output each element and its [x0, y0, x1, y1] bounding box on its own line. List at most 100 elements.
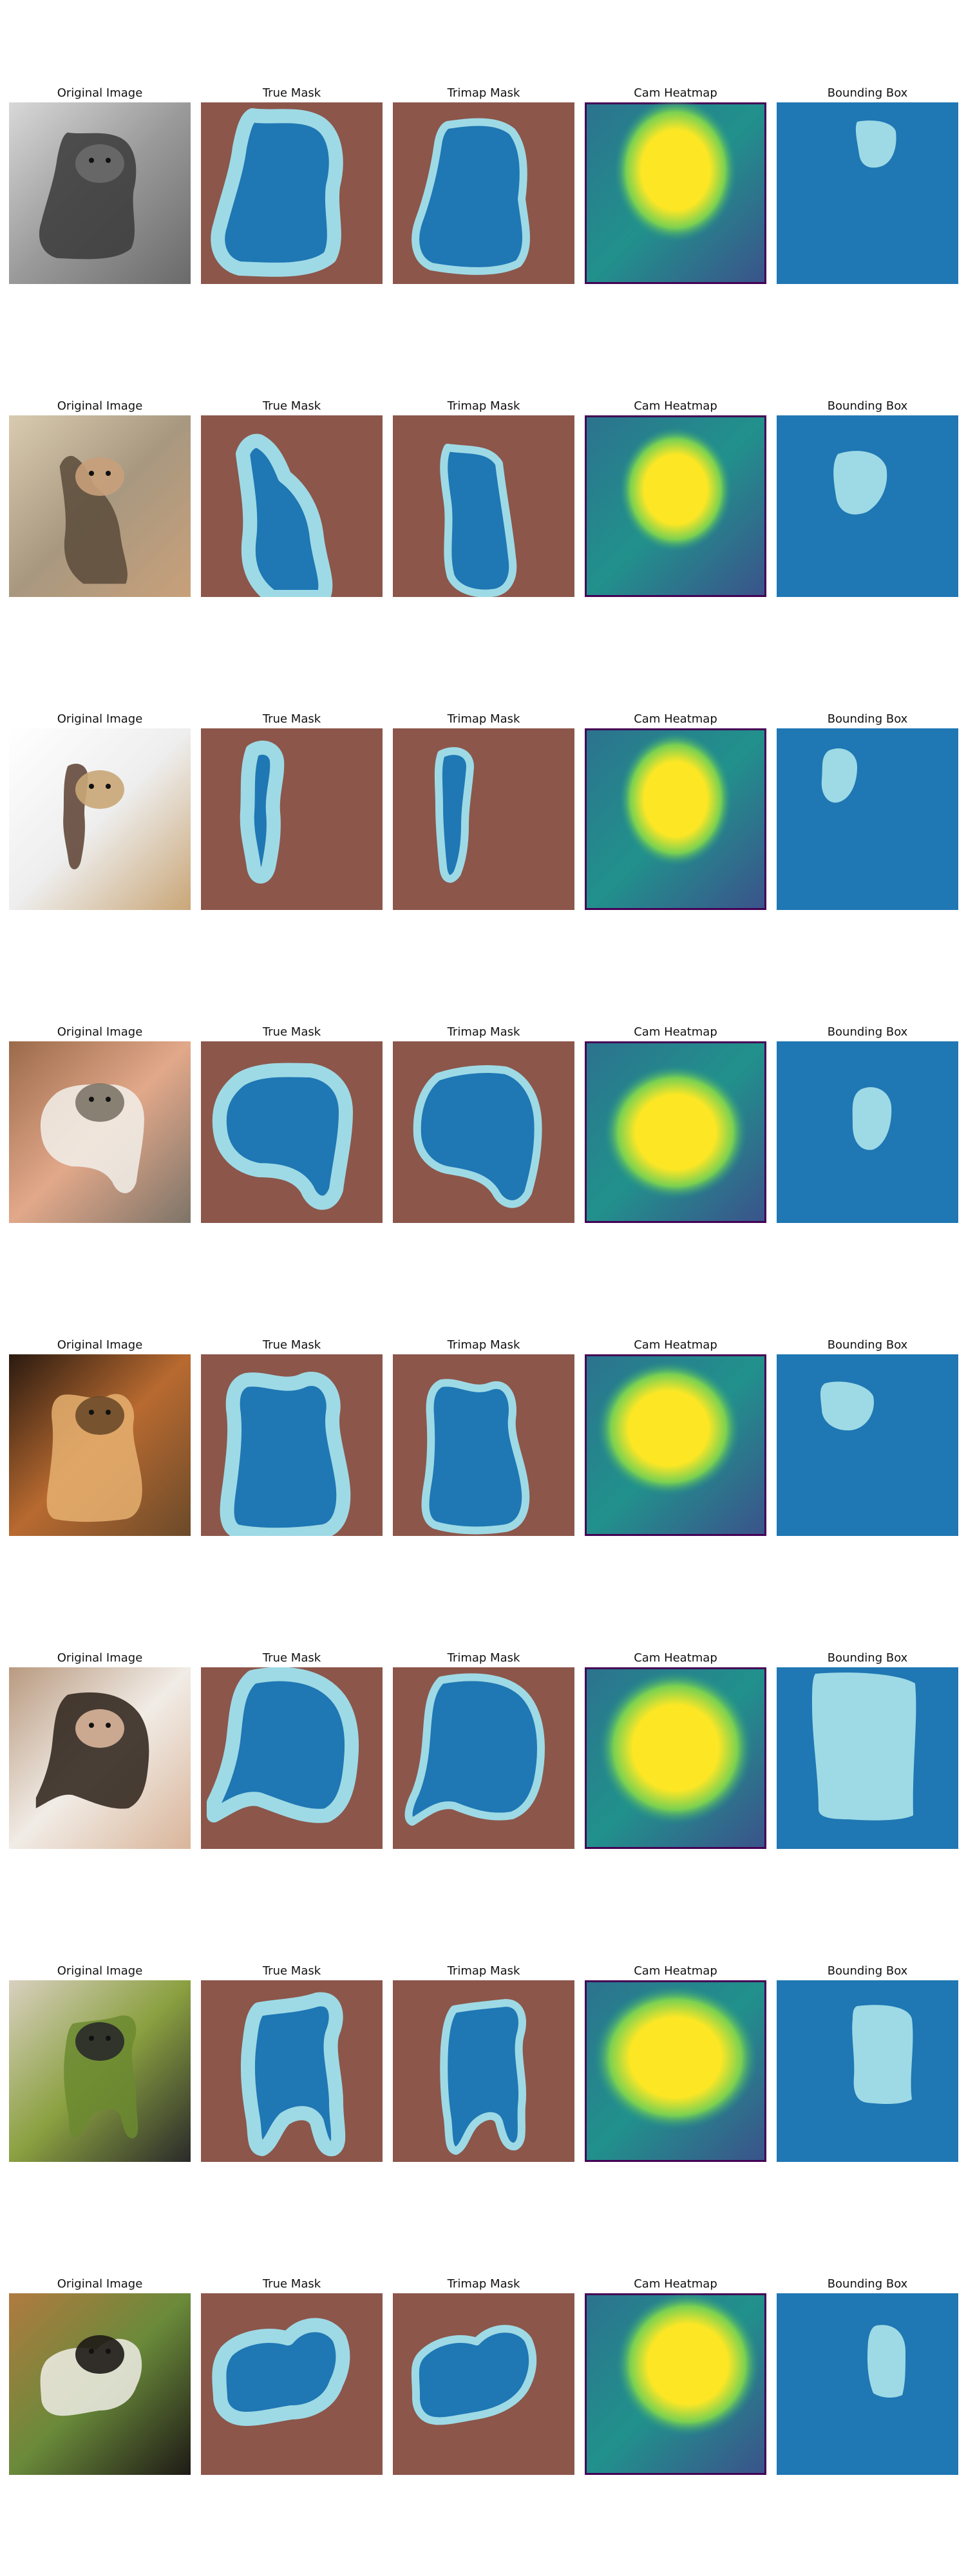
panel-title: Cam Heatmap: [634, 1651, 717, 1665]
original-image-image: [9, 2293, 191, 2475]
photo-subject: [59, 455, 128, 584]
trimap-mask-panel: Trimap Mask: [393, 86, 574, 285]
cam-heatmap-image: [585, 1041, 766, 1223]
panel-title: True Mask: [262, 2277, 321, 2291]
heatmap-border: [585, 1667, 766, 1849]
photo-subject-eye: [106, 1410, 111, 1415]
cam-heatmap-image: [585, 1354, 766, 1536]
mask-foreground: [240, 1992, 346, 2157]
panel-title: Trimap Mask: [447, 1338, 520, 1352]
heatmap-hotspot: [619, 426, 732, 553]
trimap-mask-image: [393, 1980, 574, 2162]
photo-subject-head: [75, 1709, 124, 1748]
photo-subject-head: [75, 144, 124, 183]
bounding-box-panel: Bounding Box: [777, 399, 958, 598]
photo-subject-eye: [89, 2349, 94, 2354]
true-mask-image: [201, 728, 383, 910]
panel-title: True Mask: [262, 712, 321, 726]
cam-heatmap-panel: Cam Heatmap: [585, 712, 766, 911]
original-image-panel: Original Image: [9, 712, 191, 911]
trimap-mask-panel: Trimap Mask: [393, 2277, 574, 2476]
mask-foreground: [220, 1372, 351, 1536]
cam-heatmap-image: [585, 1980, 766, 2162]
true-mask-panel: True Mask: [201, 1338, 383, 1537]
heatmap-hotspot: [598, 1671, 753, 1825]
trimap-mask-image: [393, 2293, 574, 2475]
bbox-region: [833, 451, 887, 515]
mask-background: [393, 728, 574, 910]
panel-title: Trimap Mask: [447, 712, 520, 726]
true-mask-panel: True Mask: [201, 86, 383, 285]
original-image-panel: Original Image: [9, 1651, 191, 1850]
cam-heatmap-image: [585, 102, 766, 284]
trimap-mask-panel: Trimap Mask: [393, 399, 574, 598]
photo-subject-eye: [89, 471, 94, 476]
cam-heatmap-panel: Cam Heatmap: [585, 1338, 766, 1537]
bbox-region: [852, 1087, 892, 1150]
trimap-mask-panel: Trimap Mask: [393, 1651, 574, 1850]
panel-title: Bounding Box: [827, 1338, 908, 1352]
bbox-region: [821, 748, 857, 803]
true-mask-image: [201, 1041, 383, 1223]
heatmap-hotspot: [614, 102, 737, 243]
panel-title: Bounding Box: [827, 1025, 908, 1039]
panel-title: Bounding Box: [827, 2277, 908, 2291]
panel-title: Original Image: [57, 1338, 143, 1352]
heatmap-hotspot: [616, 2293, 760, 2437]
bounding-box-image: [777, 1980, 958, 2162]
trimap-mask-image: [393, 728, 574, 910]
panel-title: Trimap Mask: [447, 1025, 520, 1039]
original-image-panel: Original Image: [9, 1964, 191, 2163]
cam-heatmap-image: [585, 728, 766, 910]
bbox-background: [777, 2293, 958, 2475]
heatmap-border: [585, 1041, 766, 1223]
panel-title: Bounding Box: [827, 1964, 908, 1978]
mask-foreground: [440, 1999, 527, 2155]
true-mask-image: [201, 2293, 383, 2475]
trimap-mask-image: [393, 415, 574, 597]
mask-foreground: [212, 2318, 350, 2426]
original-image-image: [9, 1980, 191, 2162]
photo-subject-eye: [106, 1723, 111, 1728]
trimap-mask-panel: Trimap Mask: [393, 712, 574, 911]
figure-row-4: Original Image True Mask Trimap Mask Cam He…: [0, 1025, 966, 1244]
panel-title: True Mask: [262, 1338, 321, 1352]
panel-title: True Mask: [262, 1025, 321, 1039]
bounding-box-image: [777, 2293, 958, 2475]
heatmap-border: [585, 1980, 766, 2162]
panel-title: Trimap Mask: [447, 1651, 520, 1665]
photo-subject-eye: [106, 2036, 111, 2041]
cam-heatmap-panel: Cam Heatmap: [585, 86, 766, 285]
photo-subject-head: [75, 1083, 124, 1122]
bounding-box-image: [777, 415, 958, 597]
mask-foreground: [413, 1065, 542, 1208]
original-image-image: [9, 1041, 191, 1223]
bounding-box-panel: Bounding Box: [777, 86, 958, 285]
bbox-region: [852, 2005, 913, 2105]
bbox-region: [867, 2325, 905, 2398]
panel-title: Cam Heatmap: [634, 1964, 717, 1978]
mask-foreground: [411, 2325, 537, 2425]
panel-title: True Mask: [262, 1964, 321, 1978]
photo-subject-head: [75, 2335, 124, 2374]
original-image-image: [9, 728, 191, 910]
mask-foreground: [240, 741, 285, 884]
mask-foreground: [212, 1063, 353, 1210]
panel-title: True Mask: [262, 1651, 321, 1665]
panel-title: Trimap Mask: [447, 399, 520, 413]
panel-title: Bounding Box: [827, 1651, 908, 1665]
panel-title: Trimap Mask: [447, 86, 520, 100]
bounding-box-image: [777, 1667, 958, 1849]
panel-title: Original Image: [57, 86, 143, 100]
photo-background: [9, 728, 191, 910]
cam-heatmap-panel: Cam Heatmap: [585, 2277, 766, 2476]
trimap-mask-image: [393, 1667, 574, 1849]
panel-title: Cam Heatmap: [634, 1338, 717, 1352]
panel-title: Cam Heatmap: [634, 1025, 717, 1039]
original-image-panel: Original Image: [9, 1025, 191, 1224]
panel-title: Cam Heatmap: [634, 2277, 717, 2291]
photo-subject-eye: [89, 1097, 94, 1102]
